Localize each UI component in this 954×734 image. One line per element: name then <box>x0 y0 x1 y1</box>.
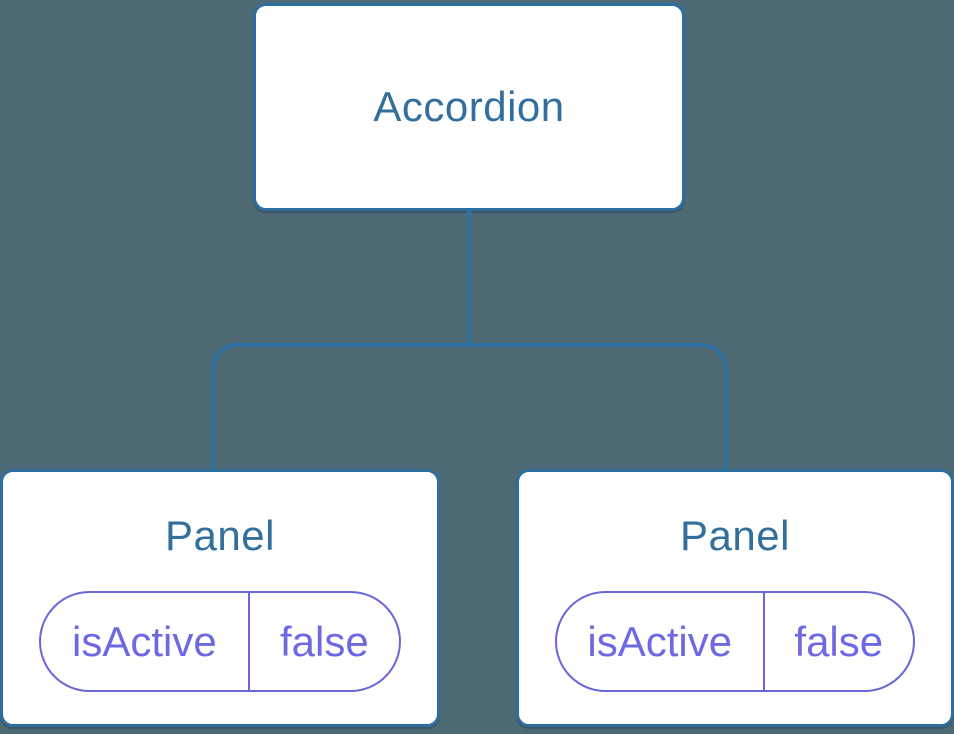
connector-branch-lines <box>211 343 728 469</box>
state-key-label: isActive <box>41 593 250 690</box>
connector-stem-line <box>467 211 471 347</box>
panel-node-label: Panel <box>680 512 790 559</box>
panel-node-label: Panel <box>165 512 275 559</box>
state-pill: isActive false <box>39 591 401 692</box>
state-key-label: isActive <box>557 593 765 690</box>
node-panel-first: Panel isActive false <box>0 469 440 727</box>
node-panel-second: Panel isActive false <box>516 469 954 727</box>
state-value-label: false <box>794 617 884 665</box>
state-value-label: false <box>279 617 369 665</box>
state-pill: isActive false <box>555 591 915 692</box>
accordion-node-label: Accordion <box>373 83 565 130</box>
node-accordion: Accordion <box>253 3 685 211</box>
